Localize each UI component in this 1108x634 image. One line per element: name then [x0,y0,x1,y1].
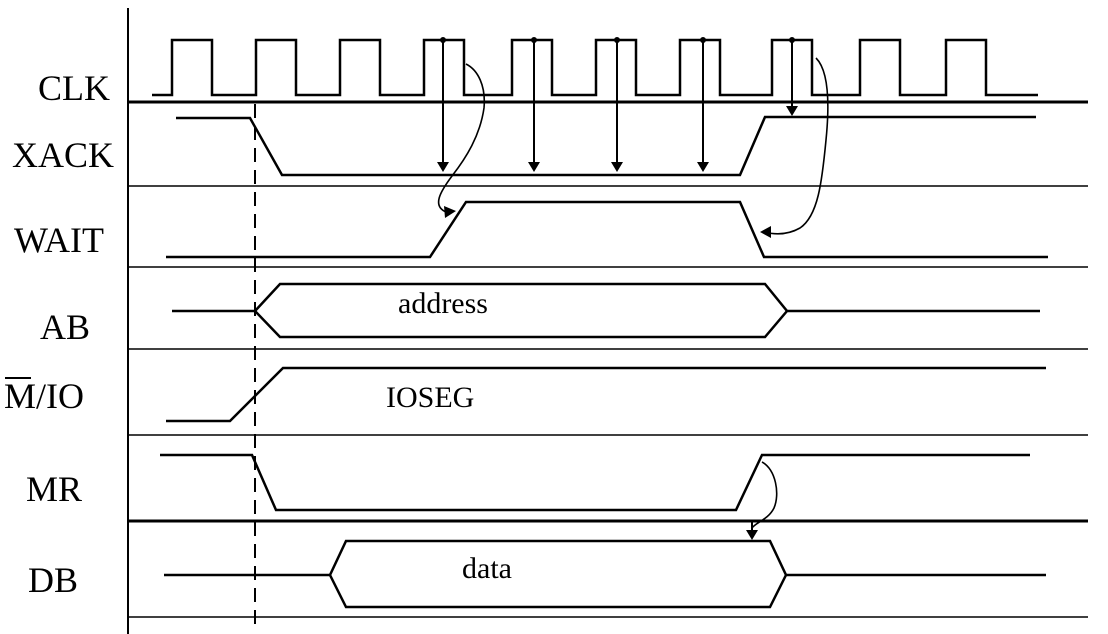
sample-arrowhead [528,162,540,172]
sample-arrowhead [697,162,709,172]
signal-label-mr: MR [26,469,82,509]
causal-arrowhead [444,206,456,218]
causal-arrows [437,57,829,540]
db-bus-value-shape [328,539,788,609]
signal-label-xack: XACK [12,135,114,175]
ab-bus-value: address [398,287,488,320]
causal-arrowhead [760,226,771,238]
mio-waveform [166,366,1046,423]
sample-arrowhead [611,162,623,172]
clk-waveform [152,38,1038,97]
mio-value: IOSEG [386,381,474,414]
signal-label-clk: CLK [38,68,110,108]
xack-waveform [176,115,1036,177]
sample-arrowhead [786,106,798,116]
wait-waveform [166,200,1048,259]
signal-label-mio-bar: M [4,376,36,416]
signal-label-db: DB [28,560,78,600]
sample-arrowhead [437,162,449,172]
db-bus-value: data [462,552,512,585]
causal-curve-wait-fall [763,57,829,235]
causal-arrowhead [746,530,758,540]
signal-label-mio: M/IO [4,376,84,416]
causal-curve-wait-rise [437,63,486,213]
clk-sample-arrows [437,37,798,172]
signal-label-wait: WAIT [14,220,104,260]
signal-label-ab: AB [40,307,90,347]
mr-waveform [160,453,1030,512]
signal-label-mio-rest: /IO [36,376,84,416]
ab-bus-value-shape [253,282,789,339]
causal-curve-db [751,461,778,529]
